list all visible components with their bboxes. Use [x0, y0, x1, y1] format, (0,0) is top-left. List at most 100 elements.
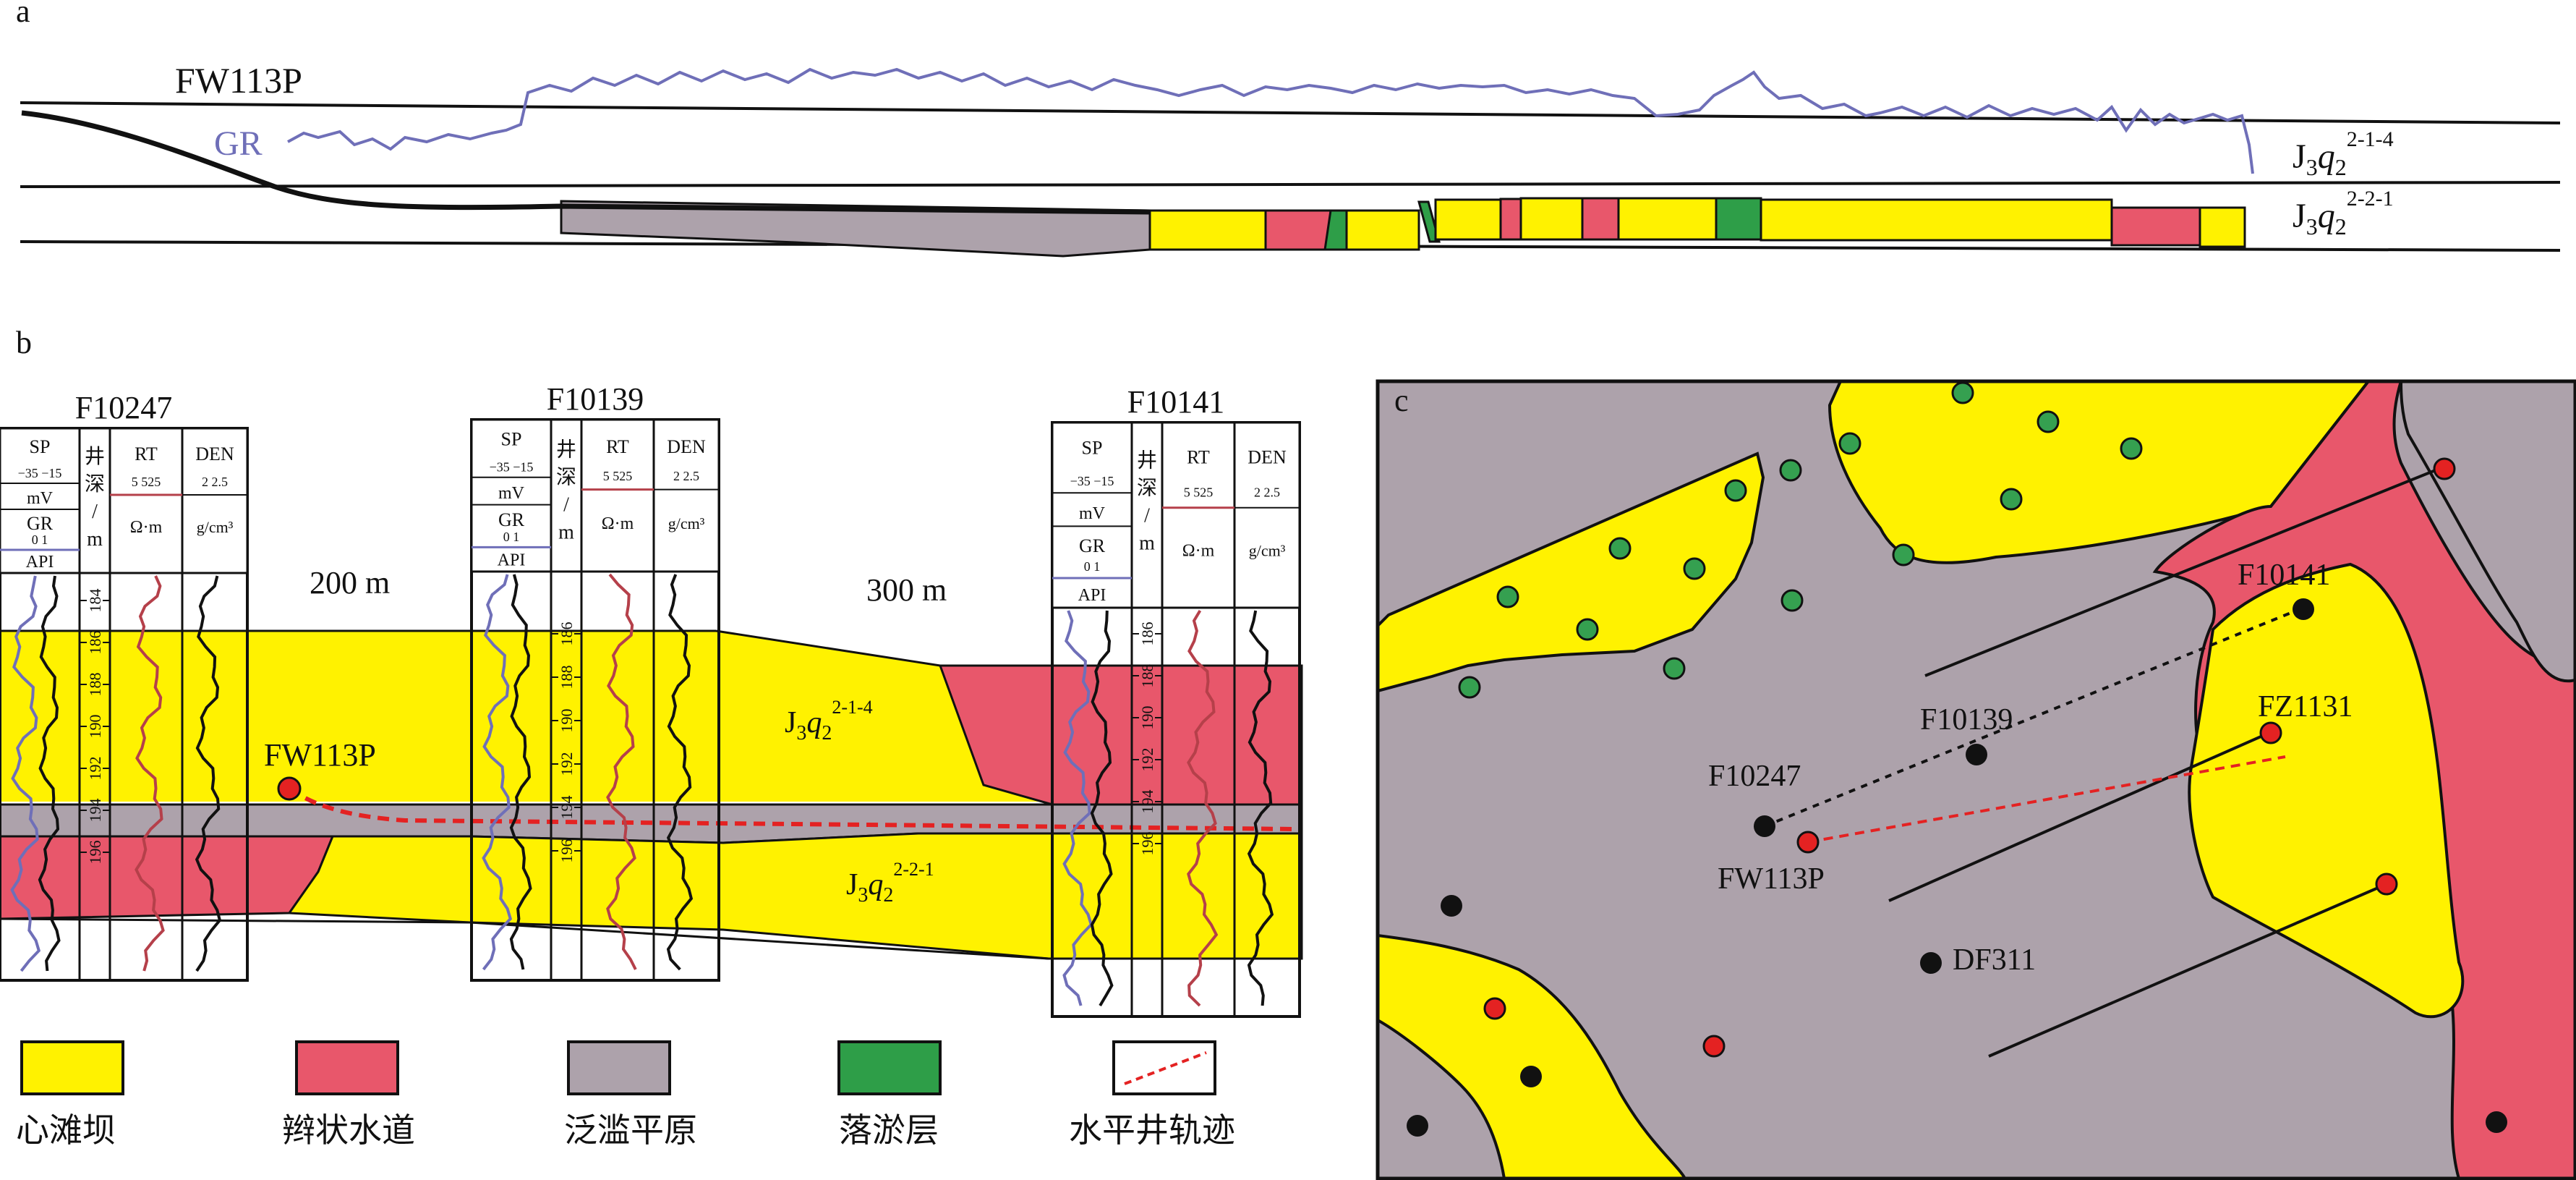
well-log-gr-curve	[10, 575, 41, 972]
well-log-gr-label: GR	[498, 509, 525, 530]
well-log-depth-label: 深	[85, 473, 105, 496]
panel-c-bar-bottom-left	[1378, 933, 1687, 1179]
well-log-depth-label: 深	[556, 466, 576, 488]
well-log-sp-label: SP	[1082, 438, 1103, 459]
panel-b-upper-bar-top	[0, 631, 1052, 802]
well-log-rt-curve	[606, 573, 637, 970]
panel-b-base-boundary	[0, 917, 471, 924]
well-log-rt-label: RT	[135, 443, 158, 464]
well-log-den-curve	[1247, 610, 1274, 1006]
well-log-header	[1051, 421, 1301, 609]
well-log-sp-curve	[1090, 610, 1114, 1007]
well-log-gr-unit: API	[498, 551, 526, 570]
well-log-depth-label: /	[1144, 504, 1150, 527]
legend-label-trajectory: 水平井轨迹	[1069, 1111, 1235, 1150]
well-log-depth-value: 190	[1138, 706, 1156, 730]
panel-a-well-name: FW113P	[175, 60, 302, 101]
panel-a: a FW113P GR J3q22-1-4	[16, 0, 2561, 258]
well-log-den-unit: g/cm³	[668, 514, 705, 532]
panel-a-silt-2	[1417, 200, 1441, 243]
well-log-gr-unit: API	[26, 553, 54, 572]
panel-b-label: b	[16, 325, 32, 360]
panel-c-wells-red	[1483, 457, 2456, 1058]
panel-c-label-df311: DF311	[1953, 943, 2036, 977]
unit-italic: q	[2318, 197, 2335, 235]
panel-a-bar-6	[1760, 198, 2113, 242]
well-log-depth-label: /	[563, 493, 569, 516]
panel-c-bar-left-top	[1378, 451, 1765, 693]
unit-sub: 3	[796, 722, 806, 744]
panel-c: c	[1376, 379, 2576, 1180]
well-log-den-label: DEN	[195, 443, 234, 464]
panel-c-label-fz1131: FZ1131	[2258, 690, 2353, 723]
well-log-depth-label: 深	[1137, 477, 1157, 499]
legend-label-plain: 泛滥平原	[564, 1111, 697, 1150]
panel-a-bar-7	[2198, 206, 2246, 248]
well-log-den-curve	[195, 575, 222, 972]
legend-label-bar: 心滩坝	[16, 1111, 116, 1150]
panel-c-horizontal-well-fz1131	[1888, 731, 2272, 902]
well-log-rt-label: RT	[606, 436, 629, 457]
legend-swatch-channel	[295, 1040, 399, 1095]
well-log-depth-label: 井	[85, 445, 105, 468]
panel-b: b 200 m 300 m J3q22-1-4 J3q22-2-1 FW113P…	[0, 325, 1303, 1018]
panel-a-mid-line	[20, 181, 2561, 188]
panel-c-wells-green	[1458, 381, 2143, 699]
panel-a-label: a	[16, 0, 30, 29]
panel-b-channel-right	[938, 664, 1303, 806]
well-log-den-unit: g/cm³	[1249, 541, 1286, 559]
well-log-den-label: DEN	[1248, 446, 1287, 467]
unit-sub2: 2	[883, 884, 893, 907]
panel-a-silt-3	[1715, 197, 1762, 241]
unit-sub: 3	[2306, 154, 2318, 180]
unit-sup: 2-2-1	[893, 859, 934, 880]
well-log-rt-unit: Ω·m	[602, 514, 634, 533]
panel-c-label-f10139: F10139	[1920, 703, 2013, 737]
well-log-depth-label: /	[92, 501, 98, 523]
well-log-rt-unit: Ω·m	[130, 518, 163, 537]
panel-a-channel-4	[2110, 206, 2201, 247]
panel-a-channel-3	[1581, 197, 1620, 241]
well-log-rt-unit: Ω·m	[1182, 541, 1215, 560]
well-log-depth-value: 186	[86, 631, 104, 655]
unit-sub2: 2	[2335, 154, 2347, 180]
well-log-den-label: DEN	[667, 436, 706, 457]
well-log-depth-label: 井	[1137, 449, 1157, 472]
panel-c-frame	[1376, 379, 2576, 1180]
unit-sup: 2-1-4	[2347, 127, 2394, 151]
panel-a-bar-3	[1434, 198, 1502, 241]
well-log-den-range: 2 2.5	[202, 475, 228, 489]
well-log-rt-curve	[135, 575, 165, 972]
well-log-sp-unit: mV	[1079, 504, 1106, 523]
legend-label-silt: 落淤层	[839, 1111, 939, 1150]
panel-b-top-boundary-2	[715, 629, 941, 667]
well-log-gr-range: 0 1	[1084, 559, 1101, 574]
well-log-sp-range: −35 −15	[1070, 474, 1114, 488]
well-log-depth-value: 188	[86, 673, 104, 697]
panel-b-horizontal-trajectory	[288, 786, 1295, 831]
well-log-depth-value: 184	[86, 589, 104, 613]
well-log-title: F10141	[1127, 384, 1224, 420]
well-log-depth-value: 186	[558, 622, 576, 646]
panel-c-label-f10141: F10141	[2238, 559, 2330, 592]
panel-a-bar-5	[1617, 197, 1718, 241]
legend-swatch-silt	[837, 1040, 942, 1095]
well-log-gr-curve	[1062, 610, 1093, 1006]
unit-italic: q	[2318, 137, 2335, 176]
panel-c-label: c	[1394, 383, 1409, 418]
well-log-sp-unit: mV	[27, 489, 54, 508]
panel-b-distance-200: 200 m	[310, 565, 390, 600]
unit-italic: q	[806, 706, 822, 739]
panel-a-bar-2	[1345, 209, 1420, 251]
well-log-den-curve	[666, 574, 694, 971]
panel-a-well-trajectory	[21, 110, 1151, 215]
well-log-depth-value: 190	[558, 709, 576, 733]
well-log-depth-value: 194	[86, 799, 104, 823]
unit-main: J	[2293, 137, 2306, 176]
panel-c-plain-top-right	[2400, 381, 2575, 683]
well-log-depth-value: 190	[86, 715, 104, 739]
panel-a-gr-label: GR	[214, 124, 263, 163]
panel-b-unit-lower: J3q22-2-1	[846, 859, 934, 907]
